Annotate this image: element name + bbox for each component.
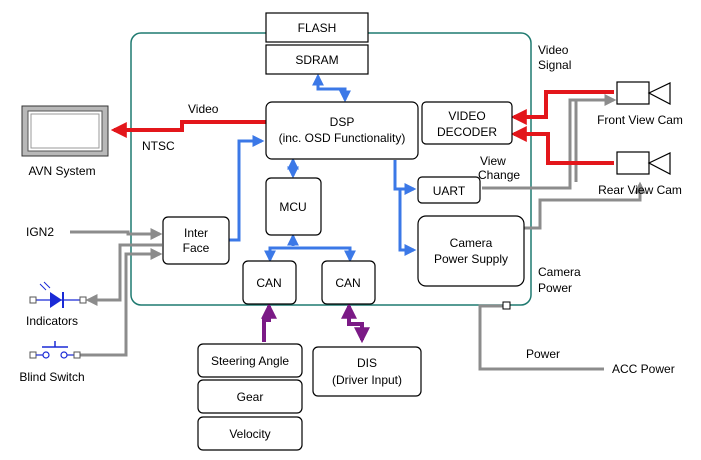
video-decoder-label-1: VIDEO — [448, 109, 485, 123]
dsp-uart-bus — [393, 160, 417, 195]
camera-power-supply-block — [417, 215, 525, 287]
view-change-label-1: View — [480, 154, 506, 168]
power-connector — [502, 301, 511, 310]
flash-block — [265, 12, 369, 43]
front-view-cam-label: Front View Cam — [597, 113, 683, 127]
power-lines — [70, 94, 646, 371]
sdram-dsp-bus — [312, 73, 351, 103]
acc-power-label: ACC Power — [612, 362, 675, 376]
video-decoder-block — [421, 101, 513, 145]
uart-label: UART — [433, 184, 466, 198]
sdram-label: SDRAM — [295, 53, 338, 67]
gear-block — [197, 379, 303, 414]
ign2-line — [70, 228, 163, 240]
avn-system-label: AVN System — [28, 164, 95, 178]
blind-switch-icon — [29, 341, 81, 359]
video-decoder-label-2: DECODER — [437, 125, 497, 139]
can-right-block — [321, 260, 376, 305]
camera-power-label-2: Power — [538, 281, 572, 295]
indicator-line — [85, 243, 162, 306]
can-left-block — [242, 260, 297, 305]
indicators-label: Indicators — [26, 314, 78, 328]
data-bus-lines — [229, 73, 417, 263]
interface-label-2: Face — [183, 241, 210, 255]
video-label: Video — [188, 102, 219, 116]
can-right-dis-line — [341, 302, 370, 344]
dis-block — [312, 346, 422, 397]
can-lines — [261, 302, 370, 344]
mcu-label: MCU — [279, 200, 306, 214]
interface-label-1: Inter — [184, 226, 208, 240]
blind-switch-label: Blind Switch — [19, 370, 84, 384]
ign2-label: IGN2 — [26, 225, 54, 239]
video-signal-label-2: Signal — [538, 58, 571, 72]
dsp-sublabel: (inc. OSD Functionality) — [279, 131, 406, 145]
velocity-block — [197, 416, 303, 451]
interface-block — [162, 216, 230, 265]
can-right-label: CAN — [335, 276, 360, 290]
rear-view-cam-label: Rear View Cam — [598, 183, 682, 197]
flash-label: FLASH — [298, 21, 337, 35]
front-camera-icon — [616, 81, 671, 105]
view-change-line — [482, 94, 617, 190]
dis-label-2: (Driver Input) — [332, 373, 402, 387]
blind-switch-line — [80, 248, 163, 357]
ntsc-label: NTSC — [142, 139, 175, 153]
dsp-block — [265, 101, 419, 160]
can-left-vehicle-line — [261, 302, 277, 342]
steering-angle-label: Steering Angle — [211, 354, 289, 368]
rear-camera-icon — [616, 151, 671, 175]
video-out-line — [110, 120, 266, 138]
video-signal-label-1: Video — [538, 43, 569, 57]
power-label: Power — [526, 347, 560, 361]
gear-label: Gear — [237, 390, 264, 404]
can-bus-horizontal — [264, 246, 356, 263]
uart-block — [417, 176, 481, 204]
video-lines — [110, 90, 614, 165]
dsp-label: DSP — [330, 115, 355, 129]
indicator-led-icon — [29, 281, 87, 308]
dsp-psu-bus — [398, 189, 417, 256]
camera-psu-label-2: Power Supply — [434, 252, 508, 266]
mcu-block — [265, 177, 322, 236]
avn-monitor-icon — [21, 105, 109, 157]
camera-power-line — [524, 181, 646, 230]
dis-label-1: DIS — [357, 356, 377, 370]
camera-power-label-1: Camera — [538, 265, 581, 279]
interface-dsp-bus — [229, 135, 265, 242]
sdram-block — [265, 44, 369, 75]
front-cam-video-line — [510, 90, 614, 125]
velocity-label: Velocity — [229, 427, 270, 441]
rear-cam-video-line — [510, 126, 614, 165]
steering-angle-block — [197, 343, 303, 378]
acc-power-line — [478, 304, 604, 371]
view-change-label-2: Change — [478, 168, 520, 182]
camera-psu-label-1: Camera — [450, 236, 493, 250]
can-left-label: CAN — [256, 276, 281, 290]
